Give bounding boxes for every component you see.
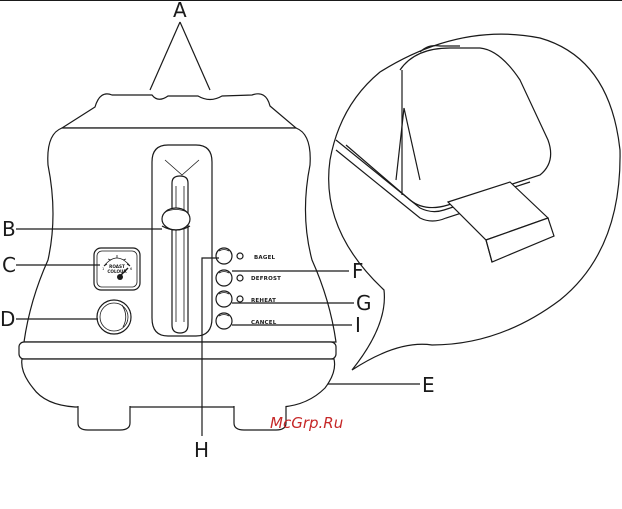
lever-knob[interactable] [161,207,191,231]
browning-dial[interactable]: 1 6 ROAST COLOUR [93,247,141,291]
cancel-button[interactable] [215,312,233,330]
dial-line1: ROAST [109,264,125,269]
round-button[interactable] [96,299,132,335]
toaster-top [59,93,298,129]
callout-g: G [356,291,372,315]
callout-line-a-right [179,21,211,91]
callout-line-h [201,257,219,436]
callout-d: D [0,307,15,331]
callout-a: A [173,0,187,22]
lever-slot [151,144,213,337]
foot-right [233,406,287,431]
dial-min-label: 1 [102,267,104,271]
defrost-label: DEFROST [251,276,281,282]
dial-line2: COLOUR [107,269,127,274]
callout-h: H [194,438,209,462]
lever-slot-chevron [164,159,200,176]
inset-base-line-2 [335,149,521,222]
dial-max-label: 6 [130,267,133,271]
crumb-tray-inset [328,33,621,371]
defrost-button[interactable] [215,269,233,287]
cancel-label: CANCEL [251,320,277,326]
inset-toaster-facet [395,107,421,181]
foot-left [77,406,131,431]
dial-needle [120,267,129,276]
reheat-button[interactable] [215,290,233,308]
callout-lines [16,21,420,436]
toaster-lower-body [21,358,336,408]
inset-slot-opening [419,45,460,53]
callout-e: E [422,373,435,397]
bagel-label: BAGEL [254,255,276,261]
callout-b: B [2,217,16,241]
inset-toaster-edge [345,47,552,209]
lever-track [171,175,189,334]
inset-base-line-1 [335,139,531,213]
lever-slot-plate [151,144,213,337]
dial-ticks [103,255,131,267]
bagel-button[interactable] [215,247,233,265]
watermark-text: McGrp.Ru [270,414,343,432]
callout-line-a-left [149,21,181,91]
callout-c: C [2,253,16,277]
reheat-label: REHEAT [251,298,276,304]
dial-pivot [117,274,123,280]
bagel-indicator-light [236,252,244,260]
base-band [18,341,337,360]
callout-i: I [355,313,361,337]
reheat-indicator-light [236,295,244,303]
callout-f: F [352,259,364,283]
defrost-indicator-light [236,274,244,282]
